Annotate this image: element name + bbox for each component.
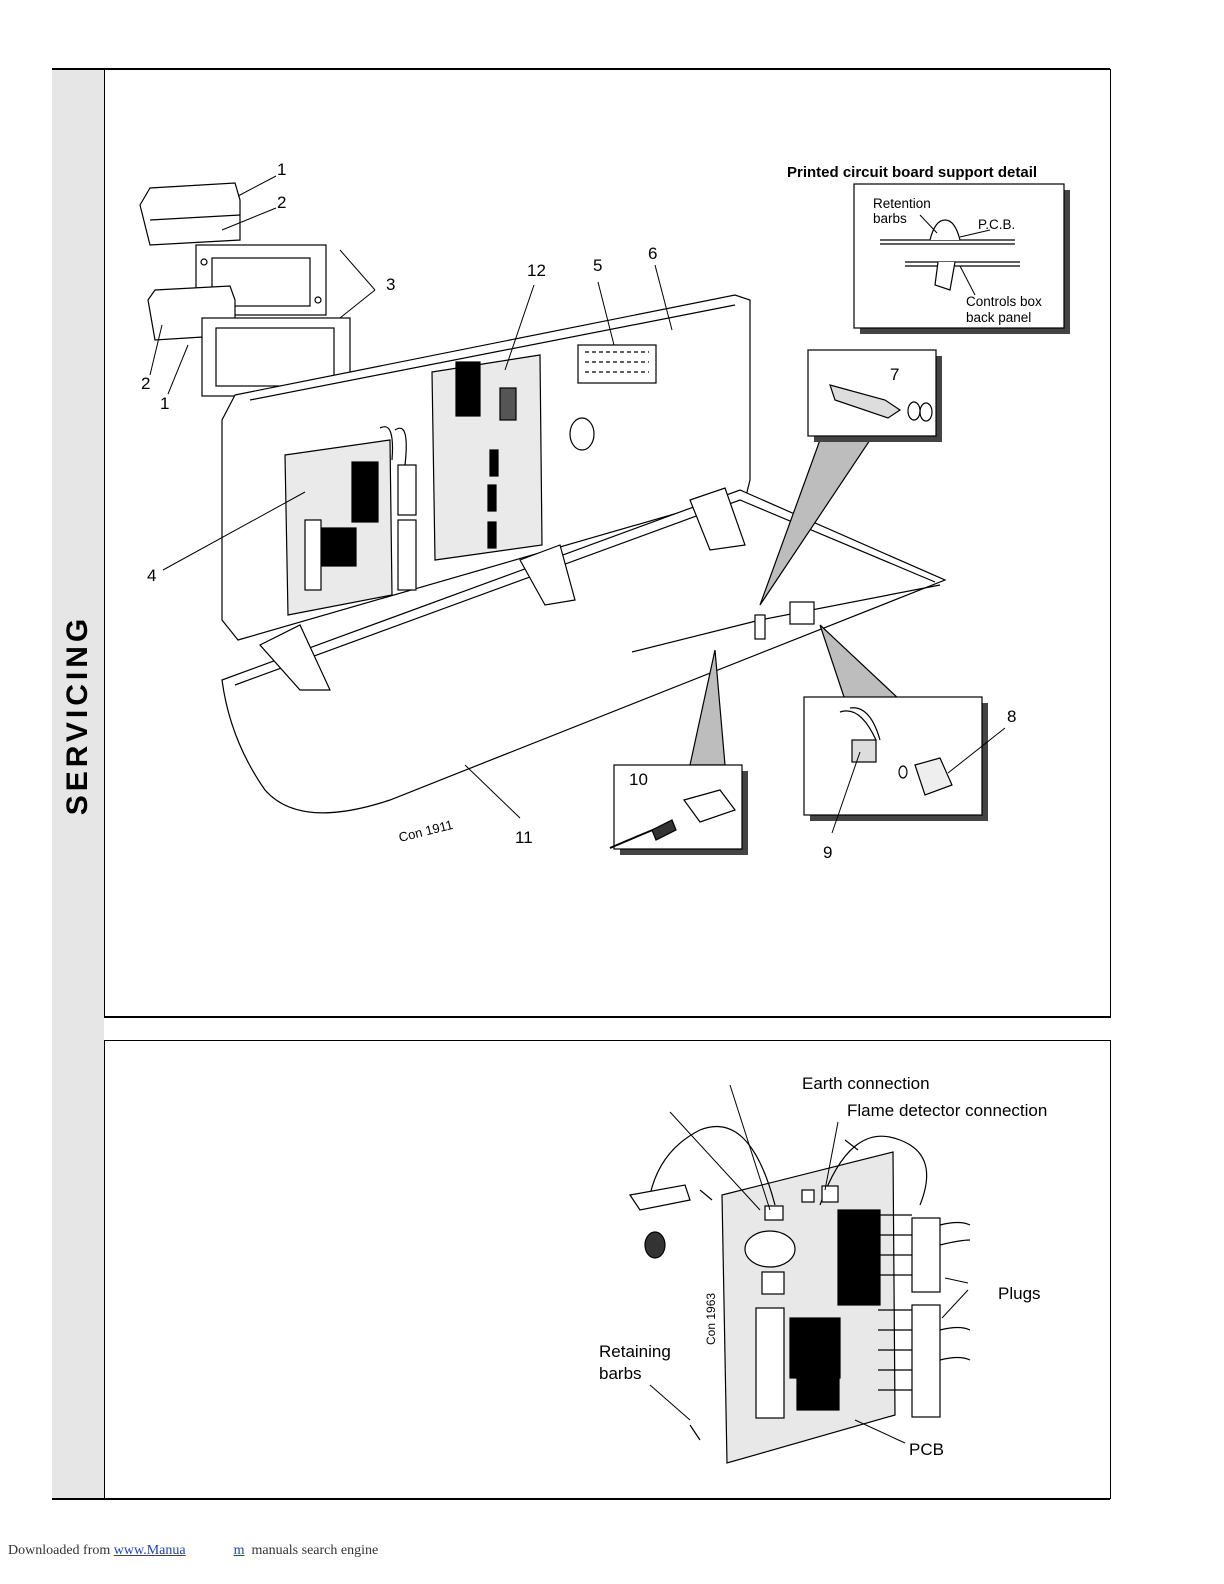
- callout-2-lower: 2: [141, 374, 150, 393]
- callout-12: 12: [527, 261, 546, 280]
- footer-link[interactable]: www.Manua: [114, 1543, 186, 1558]
- callout-2-top: 2: [277, 193, 286, 212]
- inset-8-9: [804, 697, 982, 815]
- label-barbs: barbs: [599, 1364, 642, 1383]
- callout-9: 9: [823, 843, 832, 862]
- drawing-id-1: Con 1911: [397, 817, 454, 845]
- callout-6: 6: [648, 244, 657, 263]
- detail-pcb: P.C.B.: [978, 217, 1015, 232]
- figure-2-drawing: [630, 1085, 970, 1463]
- callout-7: 7: [890, 365, 899, 384]
- callout-8: 8: [1007, 707, 1016, 726]
- label-earth: Earth connection: [802, 1074, 930, 1093]
- callout-5: 5: [593, 256, 602, 275]
- footer-suffix: manuals search engine: [251, 1543, 378, 1558]
- callout-10: 10: [629, 770, 648, 789]
- label-pcb: PCB: [909, 1440, 944, 1459]
- detail-barbs: barbs: [873, 211, 907, 226]
- inset-7: [808, 350, 936, 436]
- detail-back-panel: back panel: [966, 310, 1031, 325]
- detail-title: Printed circuit board support detail: [787, 164, 1037, 181]
- callout-1-top: 1: [277, 160, 286, 179]
- label-plugs: Plugs: [998, 1284, 1041, 1303]
- callout-3: 3: [386, 275, 395, 294]
- drawing-id-2: Con 1963: [704, 1293, 718, 1345]
- callout-1-lower: 1: [160, 394, 169, 413]
- detail-retention: Retention: [873, 196, 931, 211]
- download-footer: Downloaded from www.Manua m manuals searc…: [8, 1543, 378, 1559]
- callout-4: 4: [147, 566, 156, 585]
- footer-link-end[interactable]: m: [234, 1543, 245, 1558]
- callout-11: 11: [515, 828, 533, 847]
- detail-controls-box: Controls box: [966, 294, 1042, 309]
- label-flame: Flame detector connection: [847, 1101, 1047, 1120]
- footer-prefix: Downloaded from: [8, 1543, 114, 1558]
- label-retaining: Retaining: [599, 1342, 671, 1361]
- terminal-strip-5: [578, 345, 656, 383]
